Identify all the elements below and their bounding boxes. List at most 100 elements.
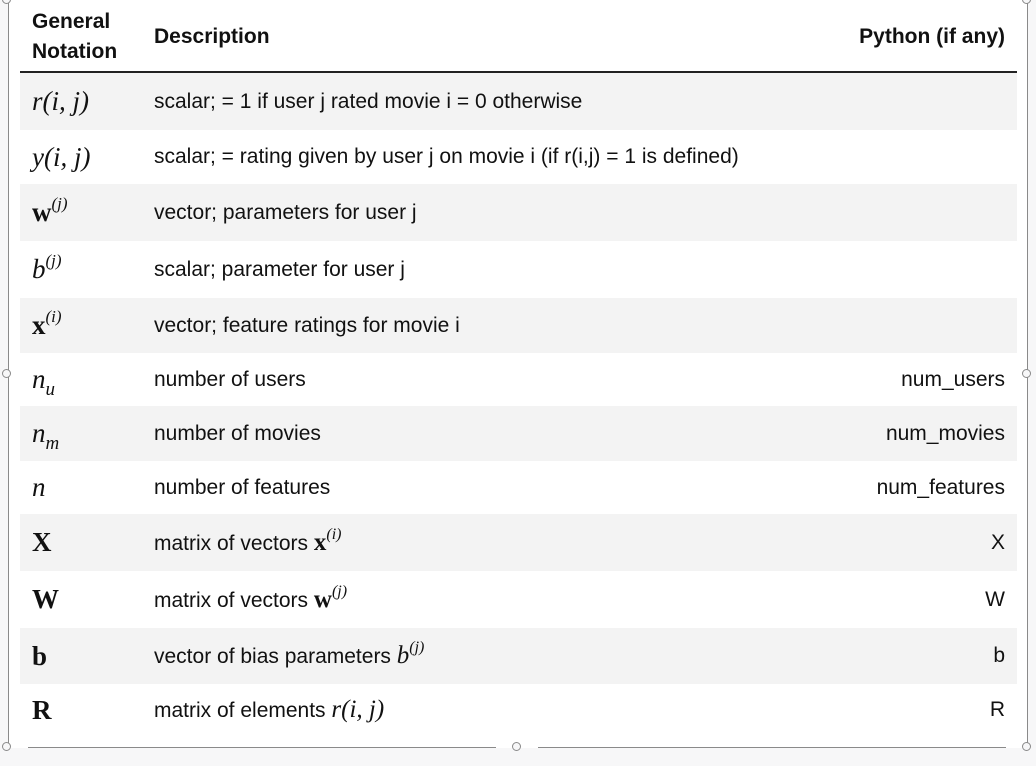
notation-symbol: W: [32, 584, 59, 614]
symbol-base: n: [32, 472, 46, 502]
table-row: n number of features num_features: [20, 461, 1017, 514]
notation-cell: b(j): [20, 241, 142, 298]
header-python: Python (if any): [822, 0, 1017, 73]
resize-handle-middle-right[interactable]: [1022, 369, 1031, 378]
notation-cell: w(j): [20, 184, 142, 241]
python-cell: num_features: [822, 461, 1017, 514]
resize-handle-bottom-left[interactable]: [2, 742, 11, 751]
description-cell: vector of bias parameters b(j): [142, 628, 822, 684]
description-math: x(i): [313, 526, 342, 556]
description-math-superscript: (j): [409, 639, 425, 656]
description-text: matrix of elements: [154, 699, 326, 722]
description-text: matrix of vectors: [154, 588, 309, 612]
symbol-base: n: [32, 418, 46, 448]
description-text: vector of bias parameters: [154, 645, 391, 668]
description-cell: scalar; = rating given by user j on movi…: [142, 130, 822, 184]
notation-cell: b: [20, 628, 142, 684]
header-general-notation-line2: Notation: [32, 39, 118, 63]
symbol-subscript: m: [45, 433, 60, 454]
notation-symbol: nm: [32, 418, 59, 453]
symbol-base: b: [32, 640, 48, 671]
table-row: nm number of movies num_movies: [20, 406, 1017, 461]
description-math: w(j): [313, 582, 348, 613]
notation-symbol: w(j): [32, 195, 68, 227]
description-math: r(i, j): [331, 696, 384, 723]
symbol-superscript: (i): [45, 307, 62, 326]
description-cell: scalar; parameter for user j: [142, 241, 822, 298]
table-row: w(j) vector; parameters for user j: [20, 184, 1017, 241]
description-cell: scalar; = 1 if user j rated movie i = 0 …: [142, 72, 822, 130]
header-general-notation-line1: General: [32, 9, 111, 33]
resize-handle-top-right[interactable]: [1022, 0, 1031, 4]
python-cell: X: [822, 514, 1017, 571]
description-math-base: w: [313, 585, 332, 613]
table-row: y(i, j) scalar; = rating given by user j …: [20, 130, 1017, 184]
python-cell: [822, 130, 1017, 184]
notation-table: General Notation Description Python (if …: [20, 0, 1017, 736]
header-general-notation: General Notation: [20, 0, 142, 73]
description-text: number of features: [154, 475, 331, 499]
symbol-base: w: [32, 197, 52, 227]
description-math-superscript: (j): [331, 582, 348, 600]
resize-handle-middle-left[interactable]: [2, 369, 11, 378]
notation-symbol: b: [32, 641, 47, 671]
description-text: scalar; = 1 if user j rated movie i = 0 …: [154, 89, 583, 113]
description-math-base: x: [313, 528, 327, 556]
table-row: b(j) scalar; parameter for user j: [20, 241, 1017, 298]
symbol-args: (i, j): [43, 141, 91, 172]
description-cell: vector; feature ratings for movie i: [142, 298, 822, 353]
symbol-base: X: [32, 527, 52, 557]
symbol-base: R: [32, 694, 52, 725]
symbol-base: b: [32, 254, 46, 284]
symbol-args: (i, j): [42, 86, 90, 116]
symbol-base: y: [32, 141, 44, 172]
description-math: b(j): [397, 639, 425, 670]
symbol-base: x: [32, 310, 46, 340]
notation-cell: W: [20, 571, 142, 628]
notation-symbol: b(j): [32, 251, 62, 284]
notation-cell: x(i): [20, 298, 142, 353]
notation-cell: r(i, j): [20, 72, 142, 130]
resize-handle-bottom-right[interactable]: [1022, 742, 1031, 751]
description-cell: number of features: [142, 461, 822, 514]
symbol-subscript: u: [45, 379, 56, 400]
description-text: scalar; parameter for user j: [154, 257, 405, 281]
description-math-args: (i, j): [341, 696, 385, 723]
python-cell: [822, 184, 1017, 241]
frame-border-bottom-left: [28, 747, 496, 748]
description-text: number of users: [154, 367, 306, 391]
notation-symbol: r(i, j): [32, 86, 89, 116]
table-row: x(i) vector; feature ratings for movie i: [20, 298, 1017, 353]
description-cell: matrix of vectors x(i): [142, 514, 822, 571]
resize-handle-bottom-middle[interactable]: [512, 742, 521, 751]
symbol-base: W: [32, 584, 59, 614]
description-text: vector; feature ratings for movie i: [154, 313, 460, 337]
notation-cell: y(i, j): [20, 130, 142, 184]
python-cell: [822, 298, 1017, 353]
python-cell: W: [822, 571, 1017, 628]
notation-symbol: n: [32, 472, 46, 502]
notation-cell: X: [20, 514, 142, 571]
description-cell: number of movies: [142, 406, 822, 461]
description-cell: vector; parameters for user j: [142, 184, 822, 241]
notation-cell: R: [20, 684, 142, 736]
symbol-superscript: (j): [45, 251, 62, 270]
table-row: r(i, j) scalar; = 1 if user j rated movie…: [20, 72, 1017, 130]
description-text: scalar; = rating given by user j on movi…: [154, 145, 739, 168]
description-text: matrix of vectors: [154, 531, 309, 555]
python-cell: num_users: [822, 353, 1017, 406]
notation-symbol: nu: [32, 364, 55, 399]
notation-cell: n: [20, 461, 142, 514]
description-text: vector; parameters for user j: [154, 200, 417, 224]
symbol-base: r: [32, 86, 43, 116]
description-text: number of movies: [154, 421, 321, 445]
notation-symbol: x(i): [32, 307, 62, 340]
notation-cell: nu: [20, 353, 142, 406]
python-cell: num_movies: [822, 406, 1017, 461]
description-cell: matrix of vectors w(j): [142, 571, 822, 628]
table-header-row: General Notation Description Python (if …: [20, 0, 1017, 73]
python-cell: b: [822, 628, 1017, 684]
